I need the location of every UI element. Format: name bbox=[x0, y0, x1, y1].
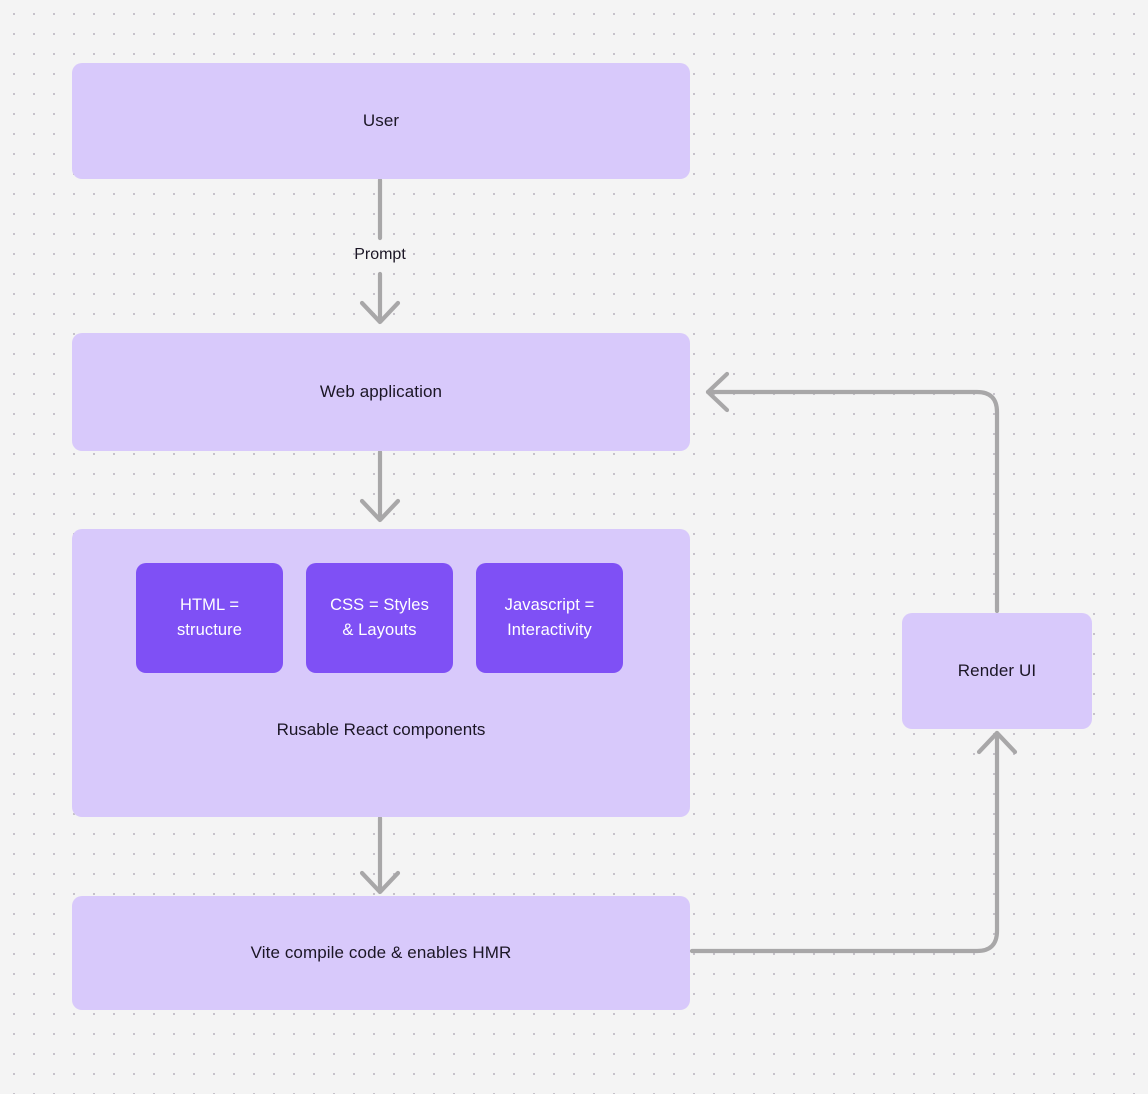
node-css-label-line2: & Layouts bbox=[342, 621, 417, 639]
arrowhead-down-to-vite bbox=[359, 870, 401, 895]
node-user-label: User bbox=[362, 110, 400, 130]
node-render-ui-label: Render UI bbox=[957, 660, 1037, 680]
node-vite-label: Vite compile code & enables HMR bbox=[250, 942, 512, 962]
components-group-caption-text: Rusable React components bbox=[276, 720, 486, 739]
node-components-group-caption: Rusable React components bbox=[72, 720, 690, 740]
node-web-application[interactable]: Web application bbox=[72, 333, 690, 451]
node-javascript-label-line2: Interactivity bbox=[507, 621, 592, 639]
node-html-label-line2: structure bbox=[176, 621, 243, 639]
arrowhead-left-to-web-application bbox=[705, 371, 730, 413]
node-javascript-label-line1: Javascript = bbox=[504, 596, 595, 615]
node-css-label-line1: CSS = Styles bbox=[330, 596, 429, 615]
node-html[interactable]: HTML = structure bbox=[136, 563, 283, 673]
edge-vite-to-render bbox=[689, 730, 1000, 954]
arrowhead-up-to-render-ui bbox=[976, 730, 1018, 755]
node-render-ui[interactable]: Render UI bbox=[902, 613, 1092, 729]
arrowhead-down-to-web-application bbox=[359, 300, 401, 325]
edge-render-to-web bbox=[705, 389, 1000, 614]
node-css[interactable]: CSS = Styles & Layouts bbox=[306, 563, 453, 673]
node-javascript[interactable]: Javascript = Interactivity bbox=[476, 563, 623, 673]
node-web-application-label: Web application bbox=[319, 381, 443, 401]
edge-label-prompt-text: Prompt bbox=[354, 246, 406, 263]
node-user[interactable]: User bbox=[72, 63, 690, 179]
node-html-label-line1: HTML = bbox=[179, 596, 240, 615]
edge-label-prompt: Prompt bbox=[330, 246, 430, 264]
arrowhead-down-to-components bbox=[359, 498, 401, 523]
node-vite[interactable]: Vite compile code & enables HMR bbox=[72, 896, 690, 1010]
